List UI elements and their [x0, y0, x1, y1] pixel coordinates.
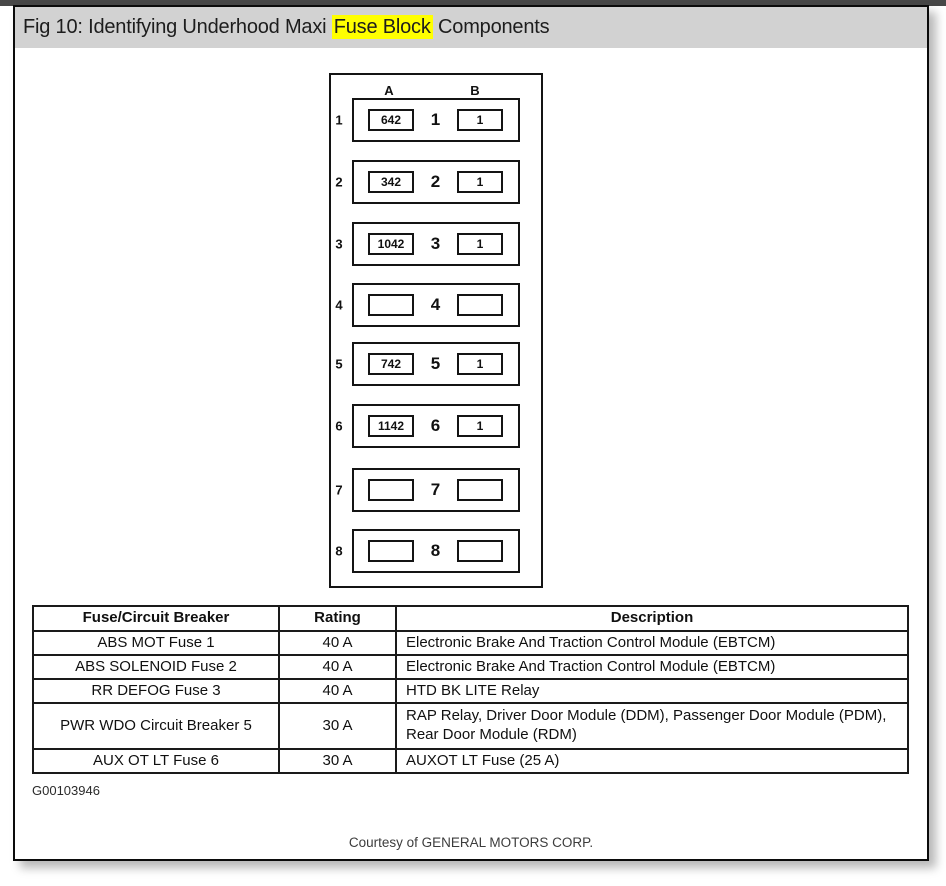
- fuse-row-2: 2 342 2 1: [335, 160, 520, 204]
- fuse-row-5: 5 742 5 1: [335, 342, 520, 386]
- row-number-center: 8: [430, 541, 441, 560]
- figure-title: Fig 10: Identifying Underhood Maxi Fuse …: [23, 15, 550, 39]
- fuse-row-1: 1 642 1 1: [335, 98, 520, 142]
- fuse-slot-a: 1042: [368, 233, 414, 255]
- cell-fuse-name: AUX OT LT Fuse 6: [32, 748, 280, 774]
- row-number-center: 1: [430, 110, 441, 129]
- fuse-slot-b: 1: [457, 353, 503, 375]
- row-number-left: 2: [335, 174, 343, 190]
- figure-title-highlight: Fuse Block: [331, 15, 433, 39]
- table-row: ABS MOT Fuse 1 40 A Electronic Brake And…: [32, 630, 909, 656]
- fuse-slot-a-label: 342: [380, 175, 402, 189]
- figure-title-prefix: Fig 10: Identifying Underhood Maxi: [23, 16, 332, 38]
- courtesy-note: Courtesy of GENERAL MOTORS CORP.: [348, 835, 594, 850]
- cell-description: HTD BK LITE Relay: [395, 678, 909, 704]
- row-number-center: 4: [430, 295, 441, 314]
- table-row: ABS SOLENOID Fuse 2 40 A Electronic Brak…: [32, 654, 909, 680]
- fuse-slot-a-label: 1142: [377, 419, 405, 433]
- fuse-slot-b-label: 1: [476, 419, 484, 433]
- fuse-slot-b: 1: [457, 415, 503, 437]
- fuse-slot-b-label: 1: [476, 175, 484, 189]
- fuse-row-3: 3 1042 3 1: [335, 222, 520, 266]
- table-row: RR DEFOG Fuse 3 40 A HTD BK LITE Relay: [32, 678, 909, 704]
- header-description: Description: [395, 605, 909, 632]
- cell-fuse-name: PWR WDO Circuit Breaker 5: [32, 702, 280, 750]
- fuse-table: Fuse/Circuit Breaker Rating Description …: [32, 605, 909, 774]
- fuse-slot-b: 1: [457, 171, 503, 193]
- cell-description: Electronic Brake And Traction Control Mo…: [395, 630, 909, 656]
- row-number-left: 1: [335, 112, 343, 128]
- fuse-slot-a: [368, 294, 414, 316]
- cell-fuse-name: ABS MOT Fuse 1: [32, 630, 280, 656]
- column-a-label: A: [384, 83, 394, 98]
- cell-fuse-name: RR DEFOG Fuse 3: [32, 678, 280, 704]
- fuse-slot-b-label: 1: [476, 113, 484, 127]
- fuse-block-diagram: A B 1 642 1 1 2 342 2 1 3 1042 3 1 4 4 5: [329, 73, 543, 588]
- fuse-row-6: 6 1142 6 1: [335, 404, 520, 448]
- column-b-label: B: [470, 83, 480, 98]
- fuse-slot-b: [457, 479, 503, 501]
- row-number-center: 2: [430, 172, 441, 191]
- fuse-slot-a-label: 1042: [377, 237, 405, 251]
- row-number-center: 3: [430, 234, 441, 253]
- cell-rating: 40 A: [278, 654, 397, 680]
- row-number-left: 7: [335, 482, 343, 498]
- figure-id: G00103946: [32, 783, 100, 798]
- figure-title-bar: Fig 10: Identifying Underhood Maxi Fuse …: [15, 7, 927, 48]
- fuse-slot-a-label: 742: [380, 357, 402, 371]
- fuse-slot-a: 742: [368, 353, 414, 375]
- cell-rating: 30 A: [278, 702, 397, 750]
- header-rating: Rating: [278, 605, 397, 632]
- fuse-slot-a-label: 642: [380, 113, 402, 127]
- fuse-slot-a: 642: [368, 109, 414, 131]
- fuse-slot-b: [457, 294, 503, 316]
- row-number-left: 5: [335, 356, 343, 372]
- row-number-center: 6: [430, 416, 441, 435]
- table-header-row: Fuse/Circuit Breaker Rating Description: [32, 605, 909, 632]
- fuse-slot-b: 1: [457, 233, 503, 255]
- fuse-slot-a: [368, 540, 414, 562]
- fuse-slot-b: [457, 540, 503, 562]
- fuse-slot-b-label: 1: [476, 357, 484, 371]
- table-row: AUX OT LT Fuse 6 30 A AUXOT LT Fuse (25 …: [32, 748, 909, 774]
- row-number-center: 7: [430, 480, 441, 499]
- row-number-left: 4: [335, 297, 343, 313]
- cell-description: RAP Relay, Driver Door Module (DDM), Pas…: [395, 702, 909, 750]
- cell-rating: 40 A: [278, 630, 397, 656]
- row-number-center: 5: [430, 354, 441, 373]
- fuse-slot-b-label: 1: [476, 237, 484, 251]
- cell-description: Electronic Brake And Traction Control Mo…: [395, 654, 909, 680]
- row-number-left: 8: [335, 543, 343, 559]
- fuse-slot-b: 1: [457, 109, 503, 131]
- cell-fuse-name: ABS SOLENOID Fuse 2: [32, 654, 280, 680]
- cell-rating: 40 A: [278, 678, 397, 704]
- fuse-row-8: 8 8: [335, 529, 520, 573]
- figure-window: Fig 10: Identifying Underhood Maxi Fuse …: [13, 5, 929, 861]
- figure-title-suffix: Components: [432, 16, 550, 38]
- header-fuse-circuit-breaker: Fuse/Circuit Breaker: [32, 605, 280, 632]
- cell-description: AUXOT LT Fuse (25 A): [395, 748, 909, 774]
- cell-rating: 30 A: [278, 748, 397, 774]
- fuse-slot-a: 1142: [368, 415, 414, 437]
- fuse-row-4: 4 4: [335, 283, 520, 327]
- fuse-slot-a: [368, 479, 414, 501]
- fuse-row-7: 7 7: [335, 468, 520, 512]
- fuse-slot-a: 342: [368, 171, 414, 193]
- row-number-left: 6: [335, 418, 343, 434]
- top-band: [0, 0, 946, 6]
- table-row: PWR WDO Circuit Breaker 5 30 A RAP Relay…: [32, 702, 909, 750]
- row-number-left: 3: [335, 236, 343, 252]
